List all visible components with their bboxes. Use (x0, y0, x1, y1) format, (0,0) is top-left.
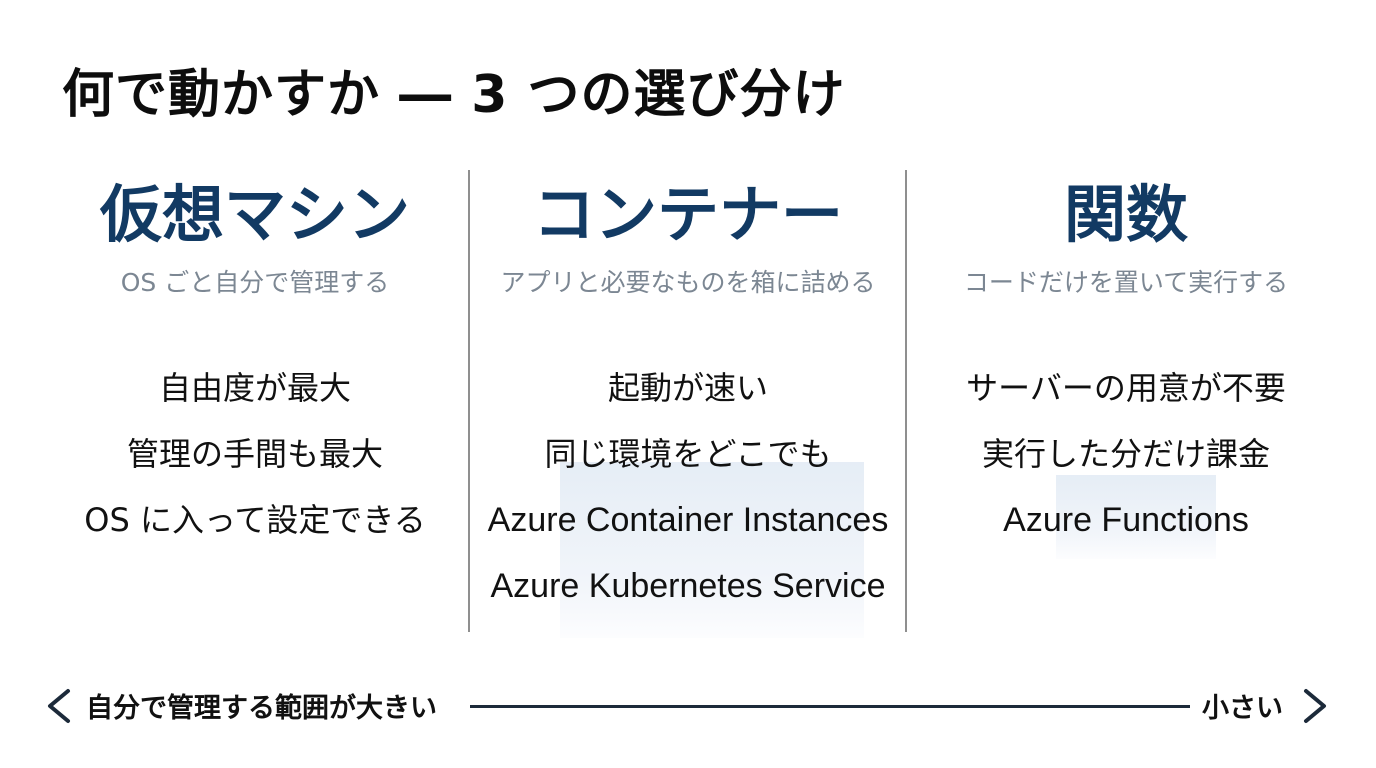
column-point-list: 自由度が最大 管理の手間も最大 OS に入って設定できる (40, 355, 470, 553)
scale-line (470, 705, 1190, 708)
slide-title: 何で動かすか ― 3 つの選び分け (62, 65, 846, 125)
column-subtitle: コードだけを置いて実行する (963, 268, 1289, 297)
column-point: 同じ環境をどこでも (544, 435, 832, 473)
column-divider (905, 170, 907, 632)
column-point: 管理の手間も最大 (126, 435, 383, 473)
column-point: Azure Kubernetes Service (490, 567, 886, 605)
column-point: 実行した分だけ課金 (981, 435, 1270, 473)
chevron-left-icon (48, 689, 70, 723)
column-subtitle: OS ごと自分で管理する (120, 268, 390, 297)
column-container: コンテナー アプリと必要なものを箱に詰める 起動が速い 同じ環境をどこでも Az… (470, 175, 906, 619)
column-heading: 関数 (1063, 178, 1188, 251)
highlight-background (1056, 475, 1216, 559)
column-divider (468, 170, 470, 632)
scale-left-label: 自分で管理する範囲が大きい (86, 693, 437, 724)
column-heading: コンテナー (532, 178, 843, 251)
column-point: OS に入って設定できる (84, 501, 426, 539)
column-subtitle: アプリと必要なものを箱に詰める (500, 268, 876, 297)
column-heading: 仮想マシン (99, 178, 410, 251)
column-point: 自由度が最大 (158, 369, 351, 407)
column-virtual-machine: 仮想マシン OS ごと自分で管理する 自由度が最大 管理の手間も最大 OS に入… (40, 175, 470, 553)
highlight-background (560, 462, 864, 638)
chevron-right-icon (1304, 689, 1326, 723)
column-point: サーバーの用意が不要 (966, 369, 1286, 407)
management-scale: 自分で管理する範囲が大きい 小さい (40, 684, 1340, 728)
column-point-list: サーバーの用意が不要 実行した分だけ課金 Azure Functions (906, 355, 1346, 553)
scale-right-label: 小さい (1202, 693, 1283, 724)
column-functions: 関数 コードだけを置いて実行する サーバーの用意が不要 実行した分だけ課金 Az… (906, 175, 1346, 553)
column-point: Azure Container Instances (487, 501, 889, 539)
column-point: Azure Functions (1003, 501, 1249, 539)
column-point: 起動が速い (607, 369, 768, 407)
column-point-list: 起動が速い 同じ環境をどこでも Azure Container Instance… (470, 355, 906, 619)
